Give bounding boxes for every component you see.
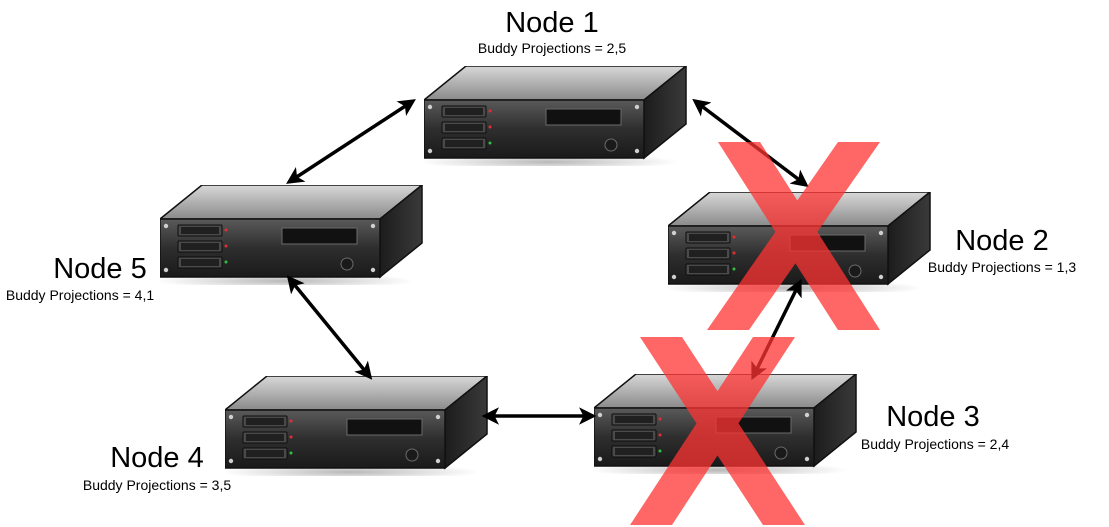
server-node-4 — [225, 376, 488, 476]
node-5-buddy-projections: Buddy Projections = 4,1 — [6, 287, 154, 303]
node-2-buddy-projections: Buddy Projections = 1,3 — [928, 259, 1076, 275]
node-4-buddy-projections: Buddy Projections = 3,5 — [83, 477, 231, 493]
node-2-title: Node 2 — [955, 225, 1049, 257]
failure-x-icon-node-3 — [630, 337, 805, 525]
failure-x-icon-node-2 — [707, 142, 880, 330]
node-1-title: Node 1 — [505, 7, 599, 39]
server-node-1 — [424, 66, 687, 166]
node-3-buddy-projections: Buddy Projections = 2,4 — [861, 436, 1009, 452]
node-4-title: Node 4 — [110, 442, 204, 474]
link-node1-node5 — [286, 99, 416, 184]
link-node4-node5 — [286, 275, 373, 380]
server-node-5 — [160, 185, 423, 285]
node-1-buddy-projections: Buddy Projections = 2,5 — [478, 40, 626, 56]
node-3-title: Node 3 — [886, 401, 980, 433]
node-5-title: Node 5 — [53, 253, 147, 285]
